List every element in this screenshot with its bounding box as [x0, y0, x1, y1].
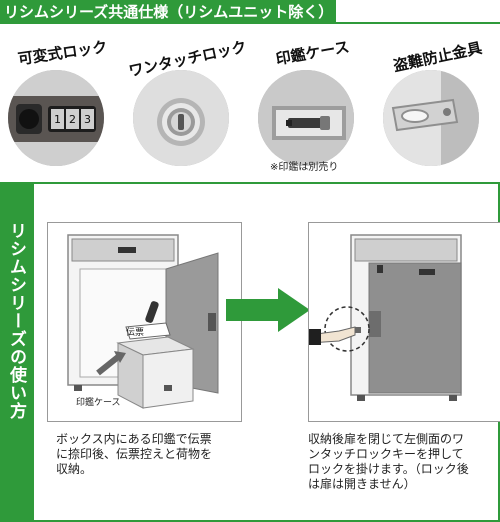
feature-one-touch-lock: ワンタッチロック [125, 26, 250, 176]
step1-illustration: 伝票 印鑑ケース [47, 222, 242, 422]
step2-line: 収納後扉を閉じて左側面のワ [308, 432, 465, 446]
stamp-sold-separately-note: ※印鑑は別売り [270, 162, 339, 173]
step1-line: 収納。 [56, 462, 93, 476]
step1-description: ボックス内にある印鑑で伝票 に捺印後、伝票控えと荷物を 収納。 [56, 432, 212, 477]
svg-text:1: 1 [54, 113, 61, 126]
step2-illustration [308, 222, 500, 422]
header-divider [0, 22, 500, 24]
key-cylinder-icon [133, 70, 229, 166]
step-arrow-icon [226, 288, 310, 332]
combination-lock-icon: 1 2 3 [8, 70, 104, 166]
page-title: リシムシリーズ共通仕様（リシムユニット除く） [0, 0, 336, 24]
svg-text:2: 2 [69, 113, 76, 126]
step1-line: に捺印後、伝票控えと荷物を [56, 447, 213, 461]
feature-combination-lock: 可変式ロック 1 2 3 [0, 26, 125, 176]
feature-label: 可変式ロック [16, 37, 109, 69]
stamp-case-label: 印鑑ケース [76, 398, 121, 408]
anti-theft-bracket-icon [383, 70, 479, 166]
feature-stamp-case: 印鑑ケース [250, 26, 375, 176]
slip-label: 伝票 [126, 328, 145, 338]
step2-line: は扉は開きません） [308, 477, 416, 491]
step1-line: ボックス内にある印鑑で伝票 [56, 432, 212, 446]
stamp-case-icon [258, 70, 354, 166]
step2-line: ロックを掛けます。（ロック後 [308, 462, 469, 476]
usage-title: リシムシリーズの使い方 [6, 222, 26, 420]
step2-line: ンタッチロックキーを押して [308, 447, 464, 461]
usage-side-bar [0, 182, 34, 522]
svg-text:3: 3 [84, 113, 91, 126]
step2-description: 収納後扉を閉じて左側面のワ ンタッチロックキーを押して ロックを掛けます。（ロッ… [308, 432, 469, 492]
feature-label: 印鑑ケース [274, 37, 351, 69]
feature-anti-theft-bracket: 盗難防止金具 [375, 26, 500, 176]
